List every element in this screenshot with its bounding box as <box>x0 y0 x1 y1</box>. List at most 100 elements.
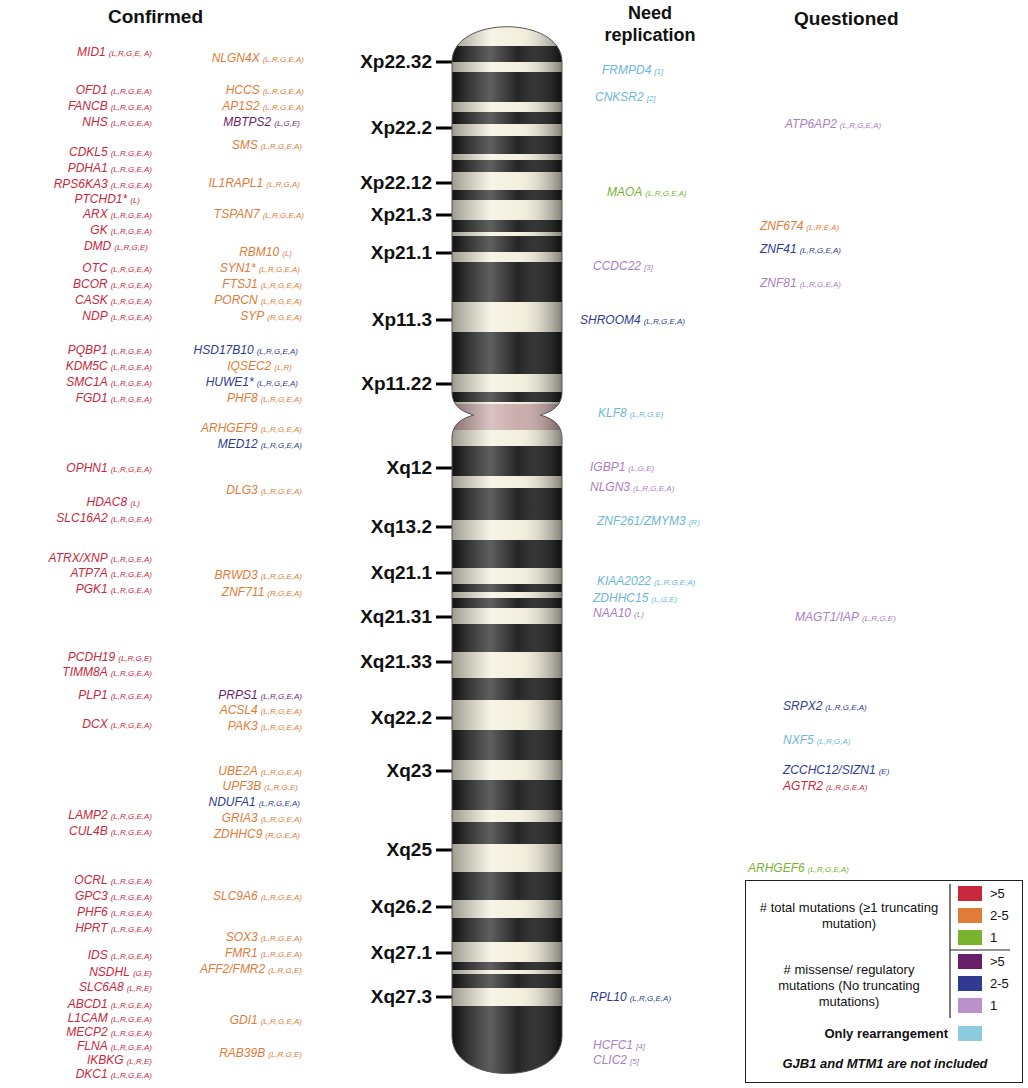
gene-label: ZNF674(L,R,E,A) <box>760 218 839 236</box>
evidence-code: (L,R,G,E,A) <box>111 1001 152 1010</box>
evidence-code: (L,R,G,E,A) <box>111 515 152 524</box>
gene-label: GRIA3(L,R,G,E,A) <box>222 810 302 828</box>
gene-name: PRPS1 <box>218 688 257 702</box>
gene-name: SLC16A2 <box>56 511 107 525</box>
gene-name: IDS <box>88 948 108 962</box>
legend-text: 1 <box>990 998 997 1014</box>
gene-label: CLIC2[5] <box>593 1052 639 1070</box>
gene-label: HSD17B10(L,R,G,E,A) <box>194 342 298 360</box>
legend-note: GJB1 and MTM1 are not included <box>752 1056 1018 1072</box>
gene-label: FGD1(L,R,G,E,A) <box>76 390 152 408</box>
evidence-code: (L,R,G,E) <box>862 614 896 623</box>
gene-name: HPRT <box>75 921 107 935</box>
evidence-code: (L,R,G,E,A) <box>825 703 866 712</box>
evidence-code: (R,G,E,A) <box>267 589 302 598</box>
gene-label: DLG3(L,R,G,E,A) <box>226 482 302 500</box>
gene-label: HPRT (L,R,G,E,A) <box>75 920 152 938</box>
gene-label: SMS(L,R,G,E,A) <box>232 137 302 155</box>
evidence-code: (L,R,G,E,A) <box>261 707 302 716</box>
gene-name: PORCN <box>214 293 257 307</box>
evidence-code: (L,R,G,E,A) <box>263 103 304 112</box>
band-label: Xp21.1 <box>371 242 432 264</box>
gene-name: TIMM8A <box>62 665 107 679</box>
gene-name: SYN1* <box>220 261 256 275</box>
gene-label: LAMP2(L,R,G,E,A) <box>68 807 152 825</box>
gene-label: ATRX/XNP(L,R,G,E,A) <box>49 550 152 568</box>
gene-name: FGD1 <box>76 391 108 405</box>
gene-label: PLP1(L,R,G,E,A) <box>78 687 152 705</box>
evidence-code: (L,R,G,E,A) <box>808 865 849 874</box>
gene-label: UBE2A(L,R,G,E,A) <box>218 763 302 781</box>
gene-label: SRPX2(L,R,G,E,A) <box>783 698 867 716</box>
gene-name: HDAC8 <box>87 495 128 509</box>
legend-swatch <box>958 998 982 1013</box>
gene-label: ZNF41(L,R,G,E,A) <box>760 241 841 259</box>
evidence-code: (L,R,G,E,A) <box>111 925 152 934</box>
gene-label: CNKSR2[2] <box>595 89 656 107</box>
gene-label: ACSL4(L,R,G,E,A) <box>220 702 302 720</box>
gene-name: ATP7A <box>71 566 108 580</box>
legend-text: 2-5 <box>990 976 1009 992</box>
evidence-code: [3] <box>644 263 653 272</box>
gene-name: ARHGEF9 <box>201 421 258 435</box>
gene-name: NHS <box>82 115 107 129</box>
gene-name: SLC9A6 <box>213 889 258 903</box>
gene-label: PHF8(L,R,G,E,A) <box>227 390 302 408</box>
band-label: Xq13.2 <box>371 516 432 538</box>
gene-name: NXF5 <box>783 733 814 747</box>
gene-name: FTSJ1 <box>222 277 257 291</box>
legend-text: >5 <box>990 886 1005 902</box>
gene-name: GRIA3 <box>222 811 258 825</box>
column-heading: Confirmed <box>108 6 203 28</box>
evidence-code: (L,R,G,E,A) <box>633 484 674 493</box>
gene-name: CDKL5 <box>69 145 108 159</box>
gene-label: ARX(L,R,G,E,A) <box>83 206 152 224</box>
gene-label: NDP(L,R,G,E,A) <box>82 308 152 326</box>
evidence-code: (L,R,G,E,A) <box>800 246 841 255</box>
gene-label: SYN1*(L,R,G,E,A) <box>220 260 300 278</box>
band-label: Xq21.31 <box>360 606 432 628</box>
evidence-code: (L,R,E) <box>127 1057 152 1066</box>
gene-name: ZNF41 <box>760 242 797 256</box>
gene-name: ZNF711 <box>222 585 264 599</box>
gene-label: NSDHL(G,E) <box>89 964 152 982</box>
gene-name: ZCCHC12/SIZN1 <box>783 763 876 777</box>
gene-label: BCOR(L,R,G,E,A) <box>73 276 152 294</box>
gene-name: ABCD1 <box>68 997 108 1011</box>
gene-name: RBM10 <box>239 245 279 259</box>
gene-label: CUL4B(L,R,G,E,A) <box>69 823 152 841</box>
gene-label: SMC1A(L,R,G,E,A) <box>66 374 152 392</box>
gene-label: KDM5C(L,R,G,E,A) <box>66 358 152 376</box>
gene-name: GDI1 <box>230 1013 258 1027</box>
gene-name: NSDHL <box>89 965 130 979</box>
gene-label: FRMPD4[1] <box>602 62 663 80</box>
band-label: Xp22.2 <box>371 117 432 139</box>
gene-name: MAOA <box>607 185 642 199</box>
gene-label: BRWD3(L,R,G,E,A) <box>215 567 302 585</box>
legend-text: >5 <box>990 954 1005 970</box>
gene-name: ARX <box>83 207 108 221</box>
gene-label: TIMM8A(L,R,G,E,A) <box>62 664 152 682</box>
evidence-code: (L,R,G,E,A) <box>111 586 152 595</box>
band-label: Xq26.2 <box>371 896 432 918</box>
evidence-code: (L,R,G,E,A) <box>111 211 152 220</box>
gene-label: IGBP1(L,G,E) <box>590 459 654 477</box>
gene-name: ZDHHC15 <box>593 591 648 605</box>
gene-name: AP1S2 <box>222 99 259 113</box>
evidence-code: (L,R,G,E,A) <box>259 265 300 274</box>
gene-label: HDAC8(L) <box>87 494 140 512</box>
band-label: Xp21.3 <box>371 204 432 226</box>
legend-swatch <box>958 954 982 969</box>
gene-name: PQBP1 <box>68 343 108 357</box>
gene-name: CLIC2 <box>593 1053 627 1067</box>
evidence-code: (L,R,G,E,A) <box>259 799 300 808</box>
evidence-code: (L,R,G,E,A) <box>111 281 152 290</box>
evidence-code: (L,R,G,E,A) <box>111 119 152 128</box>
gene-name: ZDHHC9 <box>214 827 263 841</box>
evidence-code: (L,R,E,A) <box>806 223 839 232</box>
gene-name: BRWD3 <box>215 568 258 582</box>
evidence-code: (L,R,G,E,A) <box>261 1017 302 1026</box>
band-label: Xq22.2 <box>371 707 432 729</box>
evidence-code: (L,R,G,E,A) <box>111 828 152 837</box>
evidence-code: (L,R,G,E,A) <box>111 165 152 174</box>
